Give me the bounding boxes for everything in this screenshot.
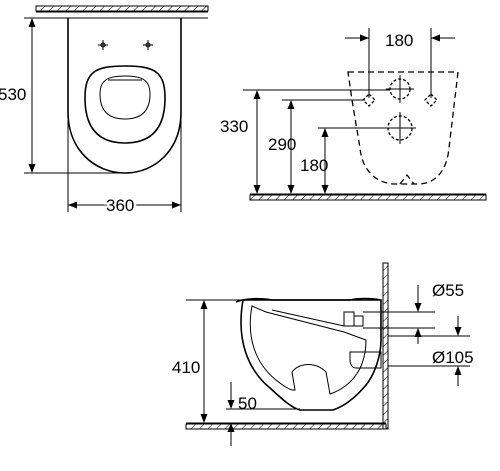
pipe-connection-icon: [386, 75, 414, 103]
section-floor-hatch: [185, 423, 387, 430]
top-view-wall-hatch: [35, 5, 209, 12]
mounting-hole-icon: [98, 40, 108, 50]
height-330-label: 330: [220, 117, 248, 136]
rear-bowl-outline: [347, 71, 459, 185]
mounting-hole-icon: [143, 40, 153, 50]
hole-spacing-label: 180: [385, 31, 413, 50]
seat-inner: [99, 75, 151, 120]
floor-gap-label: 50: [238, 394, 257, 413]
section-bowl-inner: [249, 305, 367, 395]
flush-inlet: [343, 311, 355, 327]
pipe-105-label: Ø105: [432, 348, 474, 367]
bowl-width-label: 360: [106, 196, 134, 215]
rear-view: 180 330 290 180: [220, 28, 487, 201]
height-290-label: 290: [268, 135, 296, 154]
section-wall-hatch: [382, 262, 389, 430]
fixing-point-icon: [424, 93, 438, 107]
height-410-label: 410: [172, 358, 200, 377]
waste-outlet: [349, 351, 382, 369]
height-180-label: 180: [300, 156, 328, 175]
bowl-outline-top: [67, 18, 182, 174]
rear-view-floor-hatch: [249, 194, 487, 201]
top-view: 530 360: [0, 5, 209, 218]
fixing-point-icon: [362, 93, 376, 107]
pipe-55-label: Ø55: [432, 281, 464, 300]
bowl-depth-label: 530: [0, 85, 26, 104]
seat-outer: [84, 65, 166, 144]
section-view: 410 50 Ø55 Ø105: [172, 262, 474, 446]
